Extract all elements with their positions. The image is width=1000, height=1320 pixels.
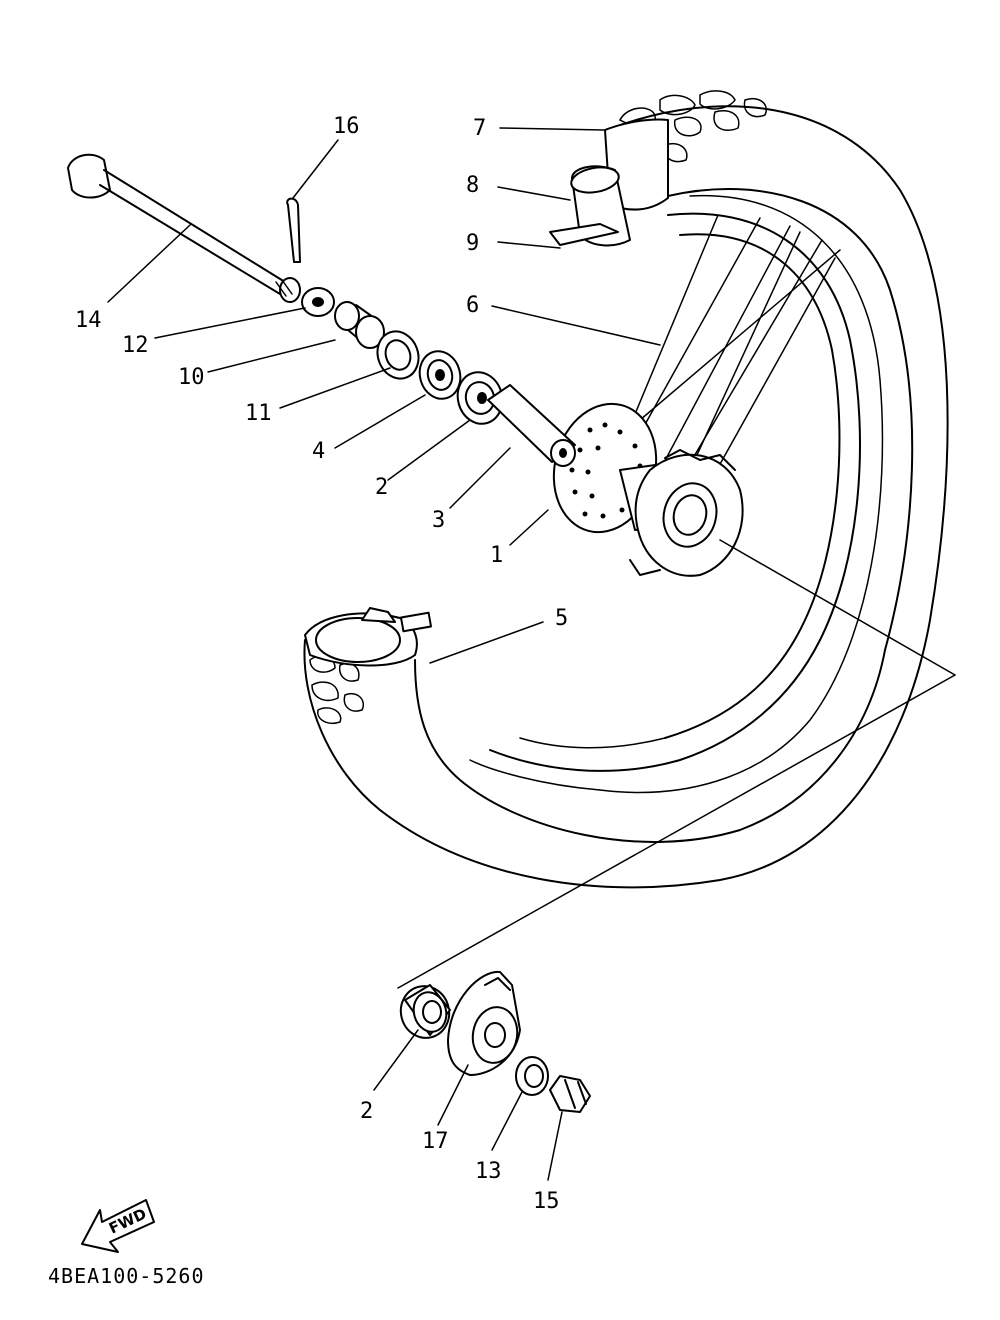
rim-band (549, 223, 619, 246)
fwd-arrow: FWD (81, 1199, 155, 1253)
callout-7: 7 (473, 116, 486, 141)
callout-17: 17 (422, 1129, 449, 1154)
valve-stem (361, 607, 433, 633)
callout-4: 4 (312, 439, 325, 464)
callout-13: 13 (475, 1159, 502, 1184)
bearing-4 (418, 350, 462, 400)
callout-12: 12 (122, 333, 149, 358)
tire (303, 90, 949, 889)
bearing-2-lower (399, 984, 451, 1039)
callout-8: 8 (466, 173, 479, 198)
callout-1: 1 (490, 543, 503, 568)
tread-pattern-lower (309, 655, 364, 724)
collar (334, 301, 385, 349)
rim (489, 212, 861, 772)
callout-3: 3 (432, 508, 445, 533)
cotter-pin (286, 197, 301, 263)
callout-16: 16 (333, 114, 360, 139)
washer-lower (515, 1056, 549, 1096)
spokes (619, 214, 841, 501)
callout-10: 10 (178, 365, 205, 390)
callout-2-lower: 2 (360, 1099, 373, 1124)
washer (301, 287, 335, 317)
callout-9: 9 (466, 231, 479, 256)
spacer (487, 384, 576, 467)
callouts: 16 14 12 10 11 4 2 3 1 7 8 9 6 5 2 17 13… (75, 114, 568, 1214)
axle (67, 153, 301, 303)
callout-14: 14 (75, 308, 102, 333)
gear-unit (447, 970, 521, 1076)
projection-lines (397, 539, 956, 989)
leader-lines (107, 127, 661, 1181)
callout-2-upper: 2 (375, 475, 388, 500)
hub (552, 402, 744, 577)
callout-5: 5 (555, 606, 568, 631)
oil-seal (376, 330, 420, 380)
axle-nut (549, 1075, 591, 1113)
callout-6: 6 (466, 293, 479, 318)
bearing-2-upper (456, 371, 504, 425)
callout-15: 15 (533, 1189, 560, 1214)
callout-11: 11 (245, 401, 272, 426)
diagram-code: 4BEA100-5260 (48, 1264, 205, 1288)
